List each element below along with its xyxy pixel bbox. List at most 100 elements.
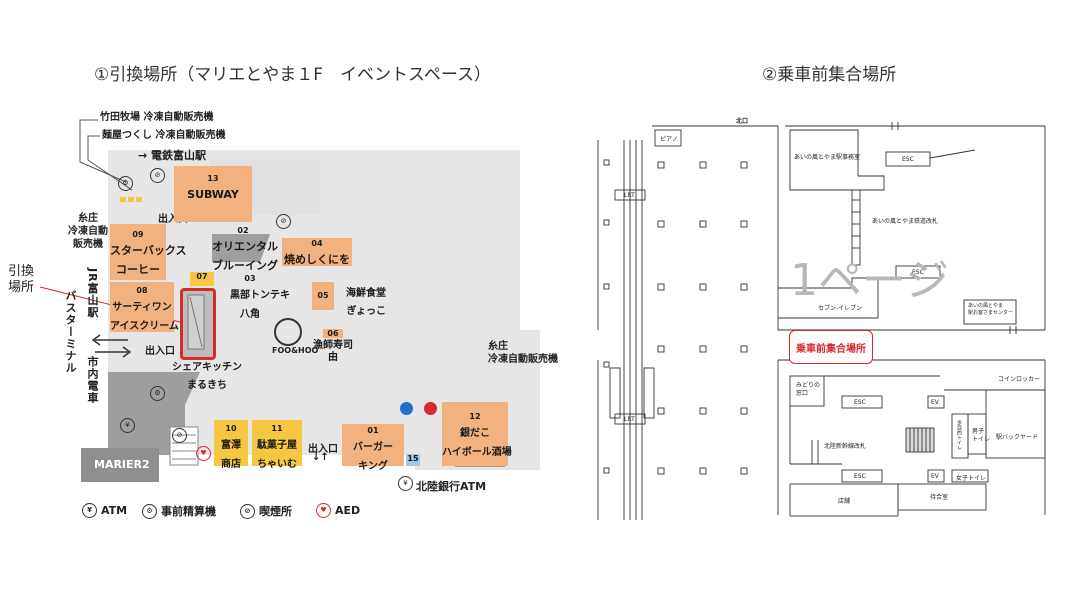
label-ainokaze-office: あいの風とやま駅事務室: [794, 154, 861, 161]
label-jr: JR富山駅: [86, 268, 99, 319]
label-fooandhoo: FOO&HOO: [272, 346, 319, 355]
meeting-point-box[interactable]: 乗車前集合場所: [789, 330, 873, 364]
shop-number: 03: [244, 274, 256, 283]
label-ainokaze-gate: あいの風とやま鉄道改札: [872, 218, 939, 225]
label-hikikae: 引換 場所: [8, 264, 35, 296]
label-vending-takeda: 竹田牧場 冷凍自動販売機: [100, 112, 214, 123]
shop-number: 01: [367, 426, 379, 435]
atm-icon: ¥: [82, 503, 97, 518]
shop-subway[interactable]: 13 SUBWAY: [174, 166, 252, 222]
label-coin-locker: コインロッカー: [998, 376, 1041, 383]
shop-burgerking[interactable]: 01 バーガー キング: [342, 424, 404, 472]
label-toilet-male: 男子 トイレ: [972, 428, 991, 443]
atm-icon-2: ¥: [398, 476, 413, 491]
label-backyard: 駅バックヤード: [996, 434, 1039, 441]
shop-name: バーガー キング: [353, 442, 393, 472]
left-map: 竹田牧場 冷凍自動販売機 麺屋つくし 冷凍自動販売機 → 電鉄富山駅 糸庄 冷凍…: [8, 112, 558, 519]
toilet-male-icon: [400, 402, 413, 415]
floor-plan: [39, 119, 540, 470]
shop-tomizawa[interactable]: 10 富澤 商店: [214, 420, 248, 470]
shop-number: 11: [271, 424, 283, 433]
shop-31[interactable]: 08 サーティワン アイスクリーム: [110, 282, 179, 332]
shop-name: シェアキッチン まるきち: [172, 362, 242, 392]
legend-aed: ♥AED: [316, 503, 360, 518]
shop-name: SUBWAY: [187, 188, 239, 202]
shop-gindaco[interactable]: 12 銀だこ ハイボール酒場: [442, 402, 512, 466]
shop-gyokko[interactable]: 海鮮食堂 ぎょっこ: [312, 282, 392, 317]
parking-machine-icon-2: ⚙: [150, 386, 165, 401]
left-map-title: ①引換場所（マリエとやま１F イベントスペース）: [94, 65, 491, 85]
label-ev-2: EV: [931, 473, 939, 480]
label-kitaguchi: 北口: [736, 118, 749, 125]
shop-ryoshi[interactable]: 06 漁師寿司 由: [308, 320, 358, 364]
shop-yakimeshi[interactable]: 04 焼めしくにを: [282, 238, 352, 266]
legend-parking: ⚙事前精算機: [142, 503, 216, 519]
shop-starbucks[interactable]: 09 スターバックス コーヒー: [110, 224, 187, 280]
foohoo-logo: [274, 318, 302, 346]
shop-name: サーティワン アイスクリーム: [110, 302, 179, 332]
shop-number: 02: [237, 226, 249, 235]
shop-chaimu[interactable]: 11 駄菓子屋 ちゃいむ: [252, 420, 302, 470]
label-midori: みどりの 窓口: [796, 382, 821, 397]
smoking-icon-3: ⊘: [172, 428, 187, 443]
atm-icon: ¥: [120, 418, 135, 433]
label-itosho-right: 糸庄 冷凍自動販売機: [488, 341, 558, 365]
shop-marukichi[interactable]: シェアキッチン まるきち: [172, 356, 242, 392]
label-tram: 市内電車: [86, 356, 99, 404]
label-piano: ピアノ: [660, 136, 679, 143]
toilet-female-icon: [424, 402, 437, 415]
label-esc-2: ESC: [912, 269, 924, 276]
label-esc-1: ESC: [902, 156, 914, 163]
shop-name: オリエンタル ブルーイング: [212, 240, 278, 272]
shop-kurobe[interactable]: 03 黒部トンテキ 八角: [230, 272, 290, 320]
shop-name: 銀だこ ハイボール酒場: [442, 428, 512, 458]
shop-name: 漁師寿司 由: [313, 340, 353, 363]
label-seven: セブン-イレブン: [818, 305, 863, 312]
watermark-page: 1ページ: [790, 255, 950, 306]
label-esc-3: ESC: [854, 399, 866, 406]
label-to-dentetsu: → 電鉄富山駅: [138, 149, 207, 162]
label-ev-1: EV: [931, 399, 939, 406]
shop-15[interactable]: 15: [406, 454, 420, 466]
label-customer-center: あいの風とやま 駅お客さまセンター: [968, 303, 1014, 316]
shop-name: 黒部トンテキ 八角: [230, 290, 290, 320]
shop-number: 15: [407, 454, 419, 463]
smoking-icon-2: ⊘: [276, 214, 291, 229]
shop-number: 08: [136, 286, 148, 295]
parking-machine-icon: ⚙: [142, 503, 157, 519]
label-lrt-1: LRT: [624, 192, 635, 199]
shop-05-block: 05: [312, 282, 334, 310]
shop-number: 10: [225, 424, 237, 433]
shop-name: スターバックス コーヒー: [110, 244, 187, 276]
label-exit-bottom: 出入口: [308, 444, 338, 455]
meeting-point-label: 乗車前集合場所: [796, 343, 866, 355]
label-esc-4: ESC: [854, 473, 866, 480]
shop-number: 09: [132, 230, 144, 239]
marier2-block: [81, 448, 159, 482]
display-stand: [187, 294, 205, 350]
label-exit-bottom-arrows: ↓↑: [312, 452, 329, 463]
parking-machine-icon: ⚙: [118, 176, 133, 191]
label-bus: バスターミナル: [64, 290, 77, 374]
label-exit-mid: 出入口: [145, 346, 175, 357]
label-itosho-left: 糸庄 冷凍自動 販売機: [68, 213, 108, 250]
shop-07[interactable]: 07: [190, 272, 214, 286]
shop-number: 07: [196, 272, 208, 281]
label-toilet-multi: 多目的トイレ: [956, 420, 962, 450]
label-exit-top: 出入口: [158, 214, 188, 225]
shop-name: 富澤 商店: [221, 440, 241, 470]
label-hokuriku-gate: 北陸新幹線改札: [824, 443, 867, 450]
smoking-icon: ⊘: [240, 503, 255, 519]
shop-name: 駄菓子屋 ちゃいむ: [257, 440, 297, 470]
shop-number: 06: [323, 329, 343, 339]
label-marier2: MARIER2: [94, 458, 150, 471]
label-store: 店舗: [838, 498, 851, 505]
label-waiting-room: 待合室: [930, 494, 949, 501]
shop-number: 12: [469, 412, 481, 421]
label-atm: 北陸銀行ATM: [416, 480, 487, 493]
aed-icon: ♥: [196, 446, 211, 461]
shop-oriental[interactable]: 02 オリエンタル ブルーイング: [212, 224, 278, 271]
label-toilet-female: 女子トイレ: [956, 475, 987, 482]
